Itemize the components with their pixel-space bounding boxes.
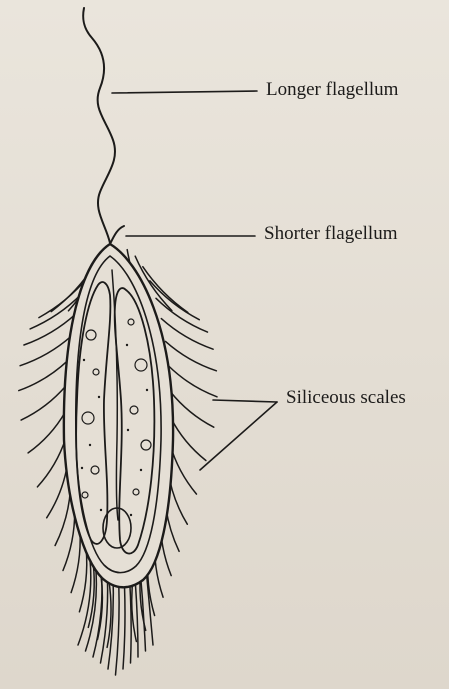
leader-line-scales-upper	[213, 400, 277, 402]
leader-line-scales-lower	[200, 402, 277, 470]
scale-spine	[156, 298, 208, 332]
cell-outer-wall	[64, 244, 173, 587]
shorter-flagellum	[110, 226, 124, 244]
longer-flagellum-label: Longer flagellum	[266, 80, 398, 99]
scale-spine	[169, 366, 218, 397]
siliceous-scales-label: Siliceous scales	[286, 388, 406, 407]
scale-spine	[21, 386, 66, 420]
scale-spine	[166, 341, 217, 370]
shorter-flagellum-label: Shorter flagellum	[264, 224, 398, 243]
scale-spine	[78, 560, 91, 645]
scale-spine	[171, 418, 206, 461]
leader-line-longer	[112, 91, 257, 93]
scale-spine	[28, 412, 65, 453]
scale-spine	[37, 438, 65, 487]
scale-spine	[19, 360, 68, 390]
scale-spine	[170, 444, 197, 494]
scale-spine	[20, 336, 71, 366]
scale-spine	[170, 392, 214, 428]
scale-spine	[79, 549, 86, 612]
longer-flagellum	[83, 8, 115, 243]
